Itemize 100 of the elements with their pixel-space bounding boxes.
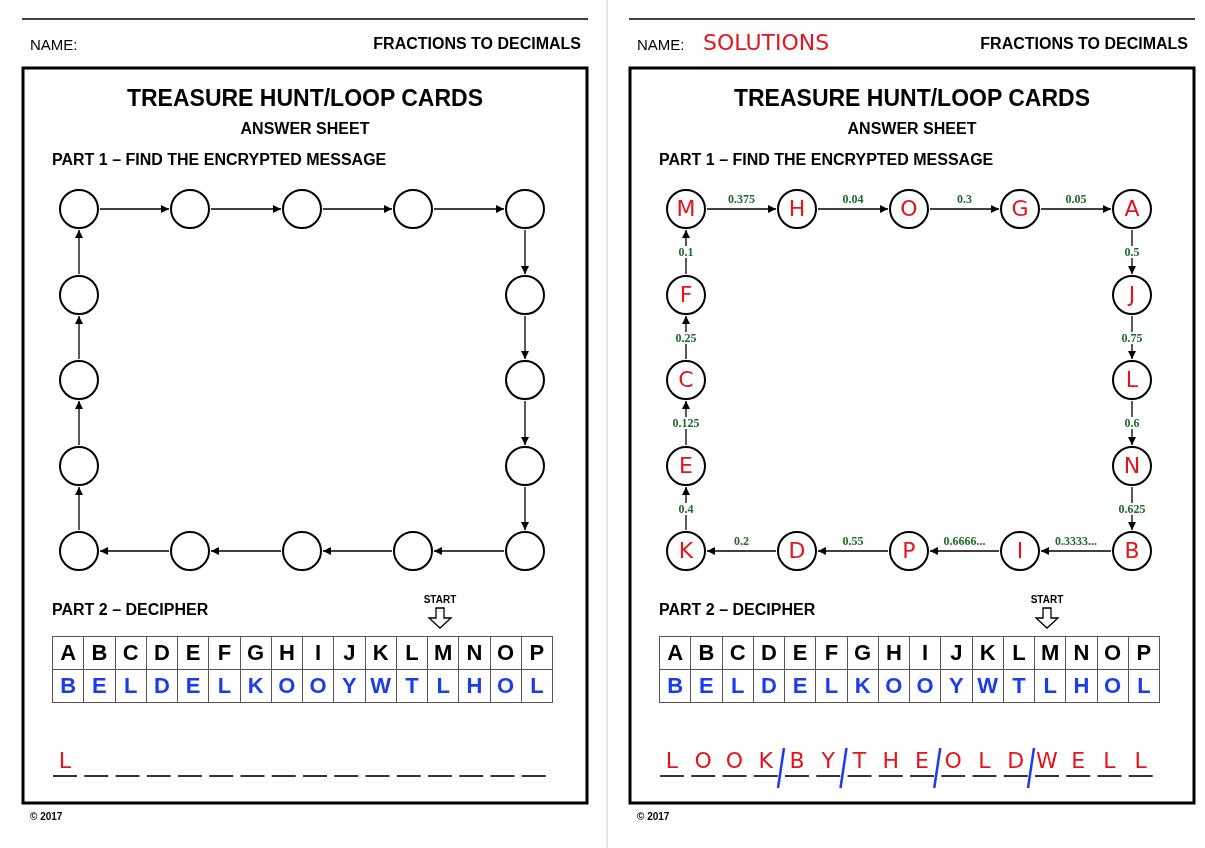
letter-circle — [666, 360, 706, 400]
edge-label: 0.625 — [1117, 502, 1147, 515]
answer-letter: K — [758, 750, 773, 772]
answer-letter: L — [1103, 750, 1116, 772]
table-cell: L — [520, 669, 553, 703]
table-cell: A — [659, 636, 692, 670]
answer-letter: B — [1124, 540, 1140, 562]
arrow — [75, 486, 83, 531]
sheet-subtitle: ANSWER SHEET — [847, 121, 977, 137]
arrow — [322, 205, 393, 213]
table-cell: B — [52, 669, 85, 703]
letter-circle — [889, 189, 929, 229]
topic-heading: FRACTIONS TO DECIMALS — [373, 36, 581, 52]
letter-circle — [1000, 189, 1040, 229]
answer-letter: K — [678, 540, 694, 562]
letter-circle — [1000, 531, 1040, 571]
name-label: NAME: — [637, 37, 685, 52]
answer-letter: L — [978, 750, 991, 772]
answer-letter: O — [944, 750, 962, 772]
edge-label: 0.6 — [1123, 417, 1141, 429]
empty-circle — [59, 275, 99, 315]
edge-label: 0.25 — [674, 331, 698, 344]
answer-letter: L — [1134, 750, 1147, 772]
empty-circle — [170, 189, 210, 229]
arrow — [210, 205, 282, 213]
arrow — [433, 205, 505, 213]
edge-label: 0.55 — [841, 535, 865, 547]
arrow — [1128, 315, 1136, 360]
empty-circle — [59, 446, 99, 486]
answer-letter: L — [665, 750, 679, 772]
answer-letter: D — [1007, 750, 1025, 772]
letter-circle — [666, 275, 706, 315]
arrow — [210, 547, 282, 555]
arrow — [929, 547, 1000, 555]
empty-circle — [393, 189, 433, 229]
letter-circle — [1112, 446, 1152, 486]
edge-label: 0.3333... — [1054, 535, 1098, 547]
arrow — [1128, 229, 1136, 275]
answer-letter: M — [676, 198, 696, 220]
section-heading: PART 2 – DECIPHER — [659, 602, 816, 618]
empty-circle — [59, 531, 99, 571]
answer-letter: H — [788, 198, 806, 220]
letter-circle — [666, 531, 706, 571]
edge-label: 0.375 — [727, 193, 756, 205]
empty-circle — [393, 531, 433, 571]
answer-letter: T — [852, 750, 867, 772]
empty-circle — [59, 189, 99, 229]
arrow — [1040, 205, 1112, 213]
edge-label: 0.3 — [956, 193, 973, 205]
section-heading: PART 2 – DECIPHER — [52, 602, 209, 618]
edge-label: 0.125 — [671, 417, 701, 429]
answer-letter: A — [1124, 198, 1140, 220]
arrow — [682, 486, 690, 531]
edge-label: 0.5 — [1123, 246, 1141, 258]
letter-circle — [777, 531, 817, 571]
empty-circle — [505, 360, 545, 400]
table-cell: L — [1127, 669, 1160, 703]
sheet-title: TREASURE HUNT/LOOP CARDS — [733, 87, 1091, 110]
answer-letter: N — [1123, 455, 1141, 477]
empty-circle — [59, 360, 99, 400]
edge-label: 0.6666... — [942, 535, 987, 547]
answer-letter: H — [882, 750, 899, 772]
name-label: NAME: — [30, 37, 78, 52]
arrow — [521, 486, 529, 531]
arrow — [75, 229, 83, 275]
handwritten-name: SOLUTIONS — [703, 32, 830, 54]
edge-label: 0.04 — [841, 193, 865, 205]
answer-letter: O — [900, 198, 918, 220]
answer-letter: E — [679, 455, 693, 477]
letter-circle — [1112, 360, 1152, 400]
arrow — [706, 205, 777, 213]
empty-circle — [505, 531, 545, 571]
arrow — [99, 547, 170, 555]
arrow — [75, 315, 83, 360]
arrow — [1040, 547, 1112, 555]
letter-circle — [1112, 275, 1152, 315]
letter-circle — [1112, 189, 1152, 229]
table-cell: A — [52, 636, 85, 670]
answer-letter: E — [1071, 750, 1086, 772]
arrow — [322, 547, 393, 555]
copyright-note: © 2017 — [30, 812, 63, 822]
answer-letter: D — [788, 540, 806, 562]
answer-letter: G — [1011, 198, 1029, 220]
answer-letter: O — [694, 750, 712, 772]
arrow — [682, 229, 690, 275]
empty-circle — [505, 189, 545, 229]
answer-letter: E — [915, 750, 929, 772]
start-label: START — [1030, 595, 1064, 605]
arrow — [817, 547, 889, 555]
arrow — [706, 547, 777, 555]
empty-circle — [505, 275, 545, 315]
answer-letter: O — [725, 750, 744, 772]
letter-circle — [889, 531, 929, 571]
arrow — [817, 205, 889, 213]
answer-letter: I — [1016, 540, 1024, 562]
arrow — [521, 400, 529, 446]
letter-circle — [1112, 531, 1152, 571]
edge-label: 0.75 — [1120, 331, 1144, 344]
empty-circle — [505, 446, 545, 486]
answer-letter: W — [1036, 750, 1058, 772]
